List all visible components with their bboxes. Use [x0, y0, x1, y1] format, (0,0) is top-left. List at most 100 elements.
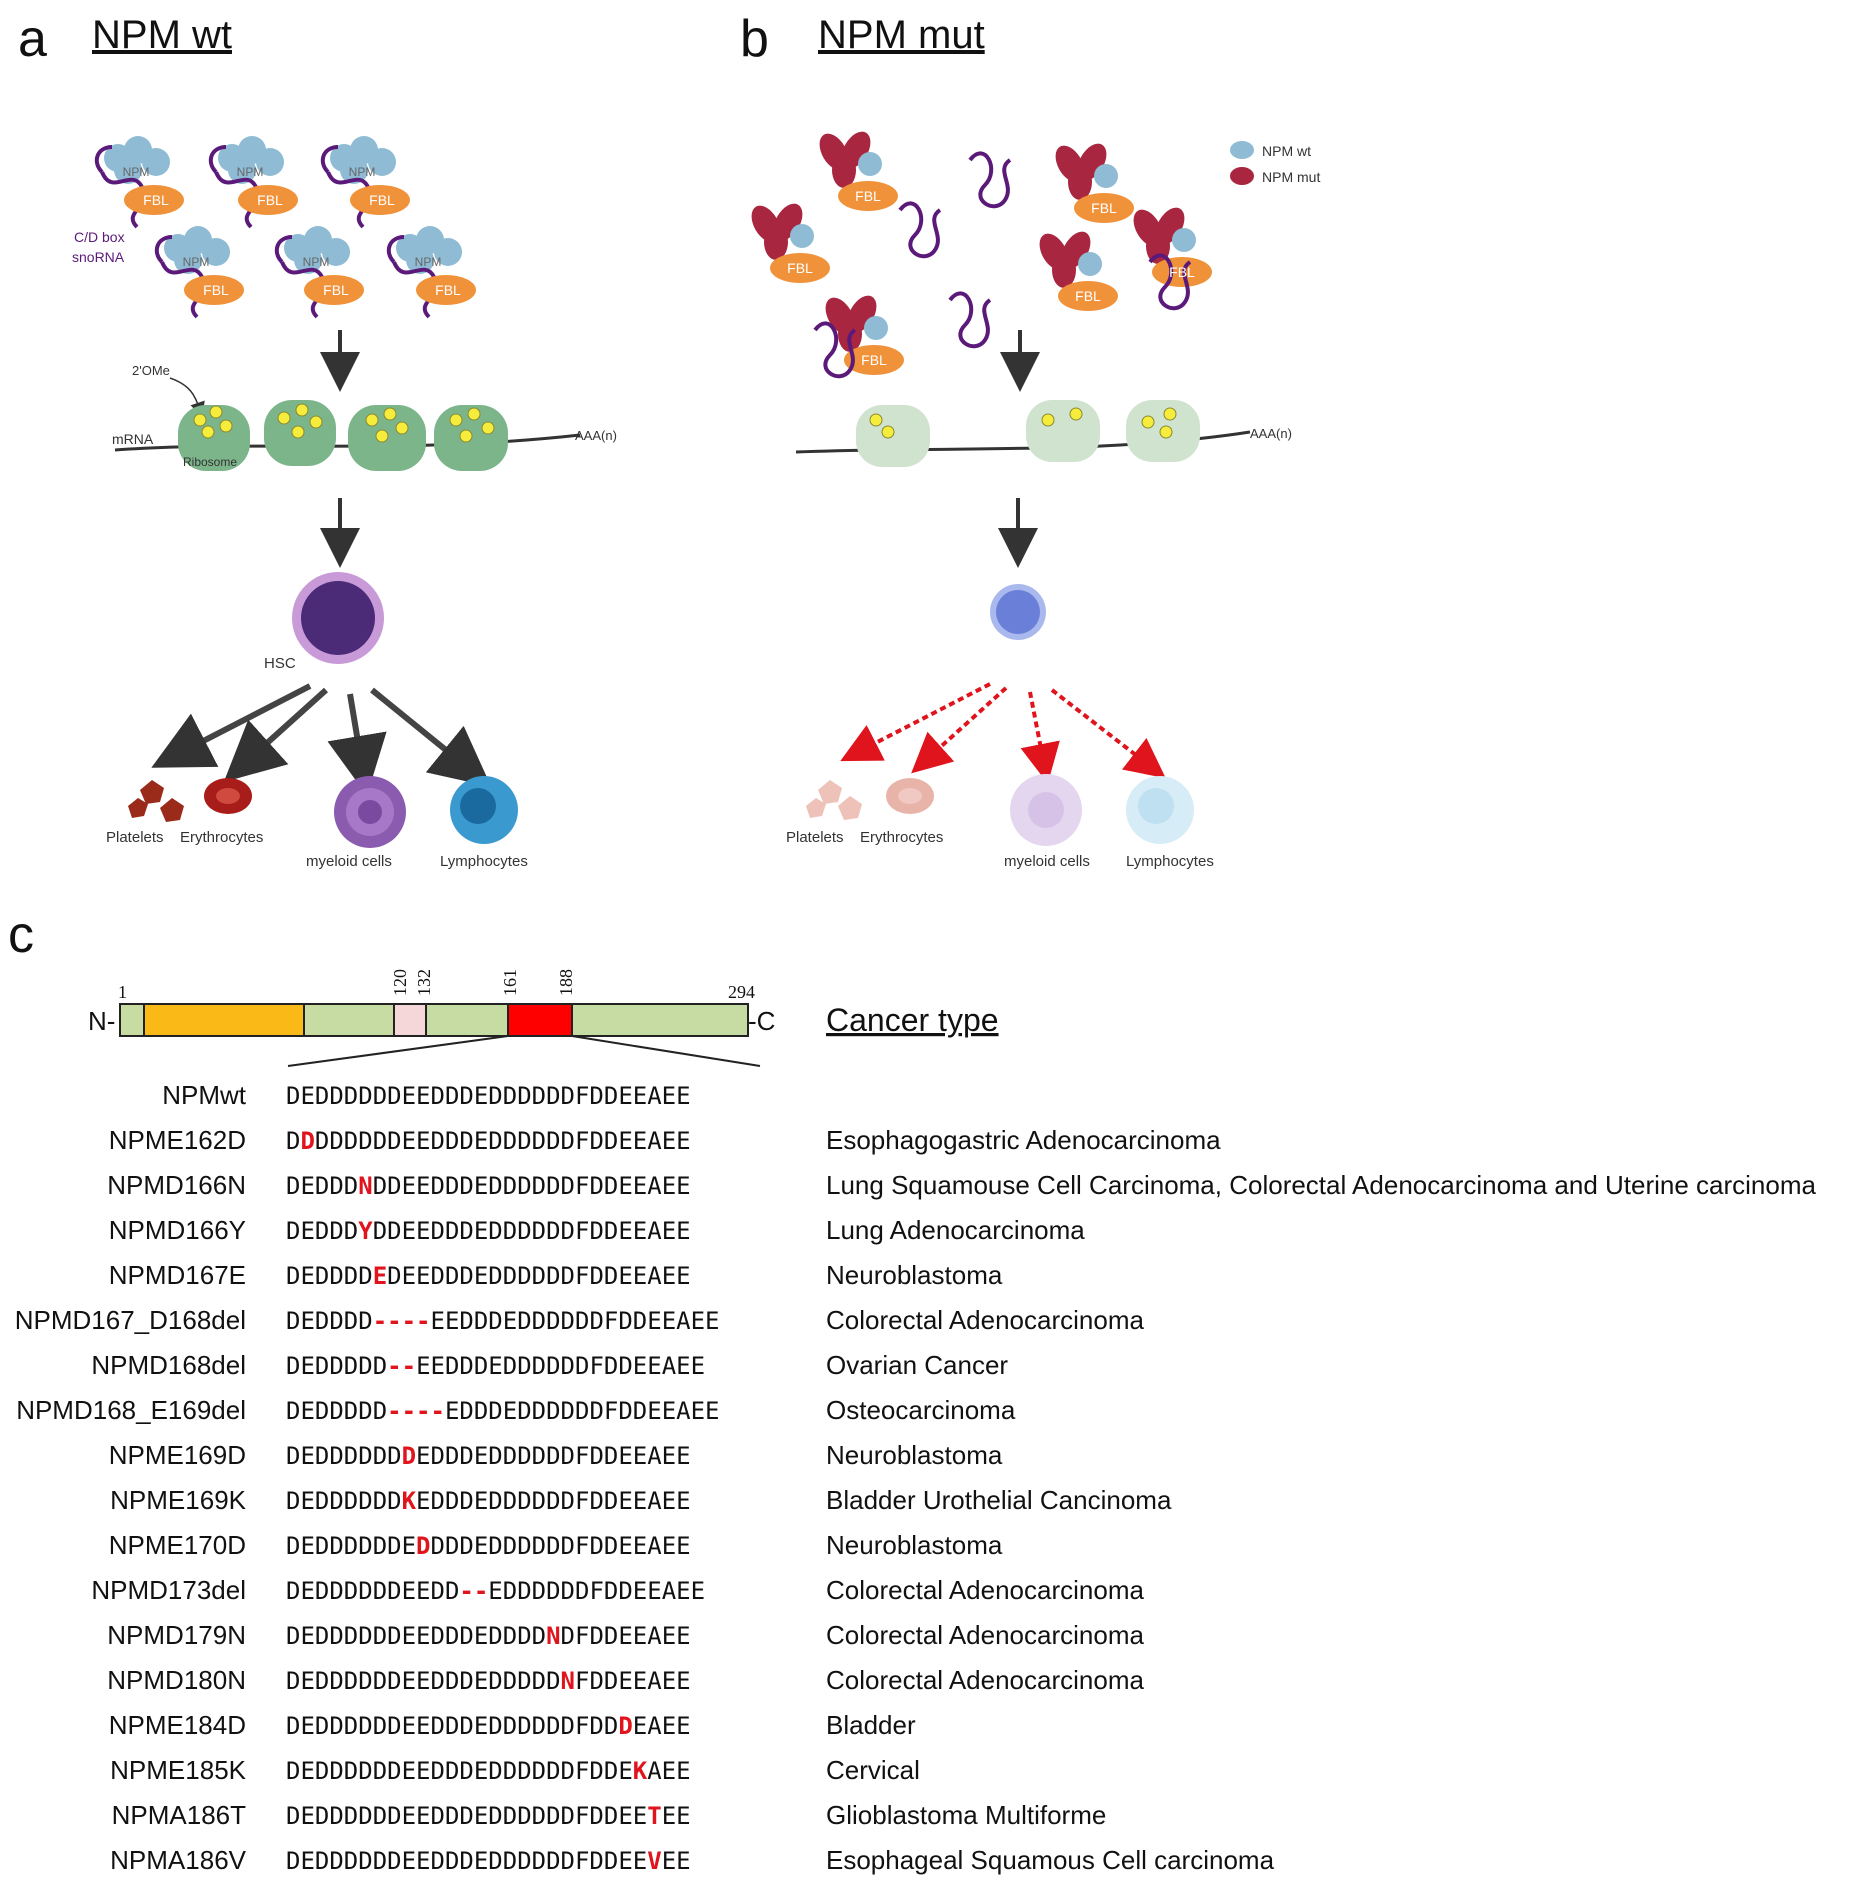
- cancer-type: Esophagogastric Adenocarcinoma: [826, 1125, 1221, 1155]
- sequence-text: DEDDDDDDEEDD--EDDDDDDFDDEEAEE: [286, 1577, 705, 1605]
- cell-label-platelets-b: Platelets: [786, 829, 844, 846]
- fbl-label: FBL: [1091, 200, 1117, 216]
- panel-b-title: NPM mut: [818, 13, 985, 57]
- differentiation-arrows-b: [840, 682, 1166, 784]
- npm-label: NPM: [237, 165, 264, 179]
- cell-label-erythrocytes: Erythrocytes: [180, 829, 263, 846]
- snorna-label-1: C/D box: [74, 229, 125, 245]
- fbl-label: FBL: [257, 192, 283, 208]
- npm-label: NPM: [349, 165, 376, 179]
- fbl-label: FBL: [323, 282, 349, 298]
- mutated-residue: N: [546, 1622, 560, 1650]
- cancer-type: Ovarian Cancer: [826, 1350, 1008, 1380]
- cancer-type: Cervical: [826, 1755, 920, 1785]
- mutation-label: NPME184D: [109, 1710, 246, 1740]
- cancer-type: Neuroblastoma: [826, 1530, 1003, 1560]
- mutation-label: NPME169D: [109, 1440, 246, 1470]
- mutation-label: NPMA186T: [112, 1800, 246, 1830]
- cancer-type: Esophageal Squamous Cell carcinoma: [826, 1845, 1275, 1875]
- polya-label: AAA(n): [575, 428, 617, 443]
- mutated-residue: ----: [387, 1397, 445, 1425]
- sequence-text: DDDDDDDDEEDDDEDDDDDDFDDEEAEE: [286, 1127, 691, 1155]
- panel-c-letter: c: [8, 906, 34, 964]
- panel-a-complexes: [94, 134, 478, 319]
- mutated-residue: --: [459, 1577, 488, 1605]
- mutation-label: NPMA186V: [110, 1845, 246, 1875]
- fbl-label: FBL: [369, 192, 395, 208]
- mutated-residue: ----: [373, 1307, 431, 1335]
- npm-label: NPM: [303, 255, 330, 269]
- mut-stem-cell: [990, 584, 1046, 640]
- mutated-residue: V: [647, 1847, 661, 1875]
- sequence-text: DEDDDNDDEEDDDEDDDDDDFDDEEAEE: [286, 1172, 691, 1200]
- sequence-text: DEDDDDD----EDDDEDDDDDDFDDEEAEE: [286, 1397, 720, 1425]
- mutation-label: NPMD166N: [107, 1170, 246, 1200]
- mutation-label: NPMD173del: [91, 1575, 246, 1605]
- cancer-type: Lung Adenocarcinoma: [826, 1215, 1085, 1245]
- cancer-type-header: Cancer type: [826, 1002, 999, 1038]
- sequence-text: DEDDDDDDEEDDDEDDDDDDFDDEEAEE: [286, 1082, 691, 1110]
- npm-label: NPM: [415, 255, 442, 269]
- legend-npm-mut: NPM mut: [1262, 169, 1320, 185]
- cancer-type: Bladder Urothelial Cancinoma: [826, 1485, 1172, 1515]
- mutation-label: NPMD167_D168del: [15, 1305, 246, 1335]
- blood-cells-a: [128, 776, 518, 848]
- mutation-label: NPME169K: [110, 1485, 246, 1515]
- legend-b: [1230, 141, 1254, 185]
- pos-label-188: 188: [556, 969, 576, 996]
- fbl-label: FBL: [1169, 264, 1195, 280]
- cancer-type: Colorectal Adenocarcinoma: [826, 1575, 1144, 1605]
- c-terminus: -C: [748, 1006, 775, 1036]
- ribosome-label: Ribosome: [183, 455, 237, 469]
- n-terminus: N-: [88, 1006, 115, 1036]
- mutation-label: NPMD168_E169del: [16, 1395, 246, 1425]
- cell-label-myeloid: myeloid cells: [306, 853, 392, 870]
- mutated-residue: D: [402, 1442, 416, 1470]
- hsc-label: HSC: [264, 655, 296, 672]
- sequence-text: DEDDDDDDEEDDDEDDDDDNFDDEEAEE: [286, 1667, 691, 1695]
- fbl-label: FBL: [855, 188, 881, 204]
- mutated-residue: T: [647, 1802, 661, 1830]
- differentiation-arrows-a: [151, 683, 492, 796]
- mutated-residue: N: [561, 1667, 575, 1695]
- cancer-type: Neuroblastoma: [826, 1440, 1003, 1470]
- sequence-text: DEDDDYDDEEDDDEDDDDDDFDDEEAEE: [286, 1217, 691, 1245]
- cancer-type: Neuroblastoma: [826, 1260, 1003, 1290]
- pos-label-120: 120: [390, 969, 410, 996]
- npm-label: NPM: [183, 255, 210, 269]
- cell-label-myeloid-b: myeloid cells: [1004, 853, 1090, 870]
- panel-a-complex-labels: NPM NPM NPM NPM NPM NPM FBL FBL FBL FBL …: [123, 165, 461, 298]
- mutated-residue: D: [300, 1127, 314, 1155]
- cancer-type: Colorectal Adenocarcinoma: [826, 1665, 1144, 1695]
- fbl-label: FBL: [1075, 288, 1101, 304]
- mutation-label: NPME185K: [110, 1755, 246, 1785]
- panel-b-letter: b: [740, 10, 769, 68]
- snorna-label-2: snoRNA: [72, 249, 125, 265]
- cell-label-platelets: Platelets: [106, 829, 164, 846]
- sequence-text: DEDDDDDDEDDDDEDDDDDDFDDEEAEE: [286, 1532, 691, 1560]
- mutated-residue: Y: [358, 1217, 373, 1245]
- sequence-text: DEDDDDD--EEDDDEDDDDDDFDDEEAEE: [286, 1352, 705, 1380]
- ome-pointer: [169, 377, 205, 418]
- mutated-residue: D: [416, 1532, 430, 1560]
- fbl-label: FBL: [143, 192, 169, 208]
- mutated-residue: --: [387, 1352, 416, 1380]
- mutated-residue: K: [402, 1487, 417, 1515]
- panel-b-complexes: [745, 126, 1212, 379]
- pos-label-161: 161: [500, 969, 520, 996]
- cell-label-erythrocytes-b: Erythrocytes: [860, 829, 943, 846]
- sequence-text: DEDDDDEDEEDDDEDDDDDDFDDEEAEE: [286, 1262, 691, 1290]
- mutation-label: NPMD168del: [91, 1350, 246, 1380]
- sequence-text: DEDDDD----EEDDDEDDDDDDFDDEEAEE: [286, 1307, 719, 1335]
- panel-a-title: NPM wt: [92, 13, 232, 57]
- cell-label-lymphocytes: Lymphocytes: [440, 853, 528, 870]
- zoom-lines: [287, 1035, 761, 1067]
- panel-b-fbl-labels: FBL FBL FBL FBL FBL FBL: [787, 188, 1195, 368]
- sequence-text: DEDDDDDDEEDDDEDDDDDDFDDEETEE: [286, 1802, 691, 1830]
- mutation-label: NPMD167E: [109, 1260, 246, 1290]
- fbl-label: FBL: [861, 352, 887, 368]
- sequence-text: DEDDDDDDEEDDDEDDDDDDFDDEEVEE: [286, 1847, 691, 1875]
- legend-npm-wt: NPM wt: [1262, 143, 1311, 159]
